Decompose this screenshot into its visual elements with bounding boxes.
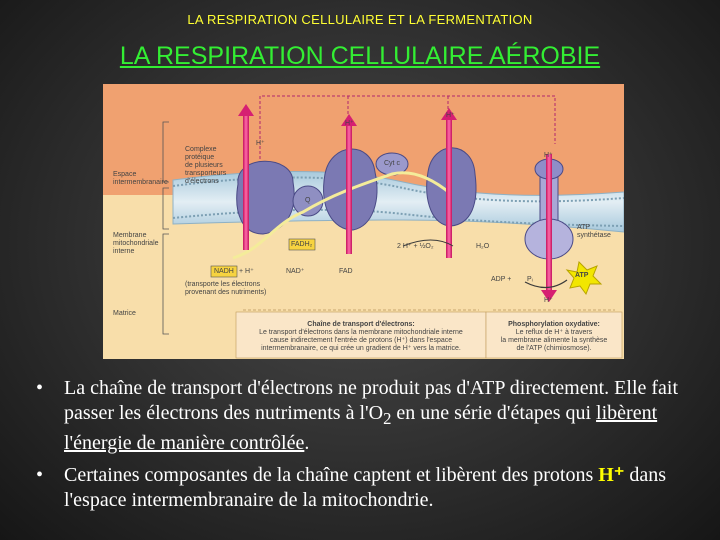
atp-label: ATP [575,272,589,279]
bullet-item: •Certaines composantes de la chaîne capt… [36,464,667,511]
phosphorylation-caption: Phosphorylation oxydative: Le reflux de … [500,321,608,352]
nadh-label: NADH [214,268,234,275]
h-label-1: H⁺ [256,140,265,147]
fad-label: FAD [339,268,353,275]
h-label-5: H⁺ [544,297,553,304]
proton-return-arrow [546,154,552,294]
cytc-label: Cyt c [384,160,400,167]
nad-label: NAD⁺ [286,268,305,275]
bullet-dot: • [36,464,44,486]
oxygen-label: 2 H⁺ + ½O₂ [397,243,434,250]
bullet-list: •La chaîne de transport d'électrons ne p… [34,376,694,520]
fadh2-label: FADH₂ [291,241,313,248]
plus-h-label: + H⁺ [239,268,254,275]
proton-pump-arrow-iv [446,118,452,258]
nadh-box [210,265,238,278]
slide-supertitle: LA RESPIRATION CELLULAIRE ET LA FERMENTA… [187,12,533,27]
chain-caption: Chaîne de transport d'électrons: Le tran… [259,321,463,352]
h-label-3: H⁺ [446,112,455,119]
h-label-4: H⁺ [544,152,553,159]
slide-title: LA RESPIRATION CELLULAIRE AÉROBIE [119,42,601,70]
proton-pump-arrow-iii [346,124,352,254]
h-label-2: H⁺ [345,120,354,127]
bullet-dot: • [36,377,44,399]
adp-label: ADP + [491,276,512,283]
h-plus-highlight: H⁺ [598,464,625,486]
phosphorylation-caption-box [485,311,623,359]
fadh2-box [288,238,316,251]
electron-path [232,171,452,260]
protein-complex-i [236,160,295,235]
bullet-item: •La chaîne de transport d'électrons ne p… [36,377,679,454]
label-matrix: Matrice [113,310,136,317]
figure-drawing [103,84,624,359]
pi-label: Pᵢ [527,276,533,283]
atp-burst [565,260,603,296]
q-label: Q [305,197,311,204]
proton-pump-arrow-i [243,114,249,250]
water-label: H₂O [476,243,490,250]
